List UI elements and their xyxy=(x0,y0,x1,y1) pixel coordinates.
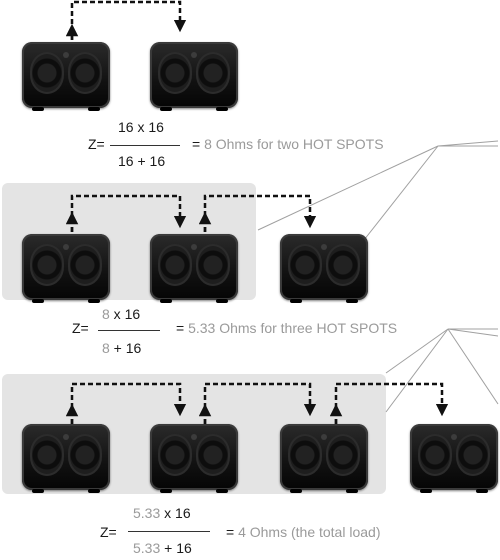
formula-1-result: = 8 Ohms for two HOT SPOTS xyxy=(192,136,384,152)
formula-3-num-op: x 16 xyxy=(160,505,191,521)
formula-2-denominator: 8 + 16 xyxy=(102,340,141,356)
formula-2-eq: = xyxy=(176,320,189,336)
speaker-4 xyxy=(150,234,238,303)
formula-2-z: Z= xyxy=(72,320,89,336)
wire-row2-b xyxy=(203,194,317,232)
formula-1-denominator: 16 + 16 xyxy=(118,153,165,169)
speaker-6 xyxy=(22,424,110,493)
formula-1-value: 8 Ohms for two HOT SPOTS xyxy=(204,136,384,152)
formula-3-denominator: 5.33 + 16 xyxy=(133,540,192,556)
formula-1-num-a: 16 xyxy=(118,119,134,135)
formula-1-den-a: 16 xyxy=(118,153,134,169)
wire-row3-c xyxy=(334,382,449,424)
formula-2-den-a: 8 xyxy=(102,340,110,356)
formula-3-result: = 4 Ohms (the total load) xyxy=(226,524,380,540)
formula-2-num-op: x 16 xyxy=(109,306,141,322)
formula-3-numerator: 5.33 x 16 xyxy=(133,505,191,521)
formula-2-den-op: + 16 xyxy=(109,340,142,356)
wire-row3-a xyxy=(70,382,187,424)
wire-row3-b xyxy=(203,382,317,424)
formula-3-num-a: 5.33 xyxy=(133,505,161,521)
formula-1-num-op: x 16 xyxy=(133,119,164,135)
speaker-1 xyxy=(22,42,110,111)
formula-3-z: Z= xyxy=(100,524,117,540)
formula-2-result: = 5.33 Ohms for three HOT SPOTS xyxy=(176,320,397,336)
formula-3-eq: = xyxy=(226,524,239,540)
speaker-7 xyxy=(150,424,238,493)
formula-1-bar xyxy=(110,145,180,146)
speaker-5 xyxy=(280,234,368,303)
formula-1-z: Z= xyxy=(88,136,105,152)
callout-lines xyxy=(257,140,499,413)
formula-2-num-a: 8 xyxy=(102,306,110,322)
formula-3-den-op: + 16 xyxy=(160,540,192,556)
formula-2-bar xyxy=(98,330,160,331)
speaker-9 xyxy=(410,424,498,493)
formula-2-numerator: 8 x 16 xyxy=(102,306,140,322)
formula-1-numerator: 16 x 16 xyxy=(118,119,164,135)
wire-row1 xyxy=(70,0,187,40)
formula-3-value: 4 Ohms (the total load) xyxy=(238,524,381,540)
formula-3-den-a: 5.33 xyxy=(133,540,161,556)
formula-1-eq: = xyxy=(192,136,205,152)
wire-row2-a xyxy=(70,194,187,232)
formula-2-value: 5.33 Ohms for three HOT SPOTS xyxy=(188,320,398,336)
speaker-3 xyxy=(22,234,110,303)
speaker-2 xyxy=(150,42,238,111)
formula-3-bar xyxy=(128,531,210,532)
speaker-8 xyxy=(280,424,368,493)
formula-1-den-op: + 16 xyxy=(133,153,166,169)
